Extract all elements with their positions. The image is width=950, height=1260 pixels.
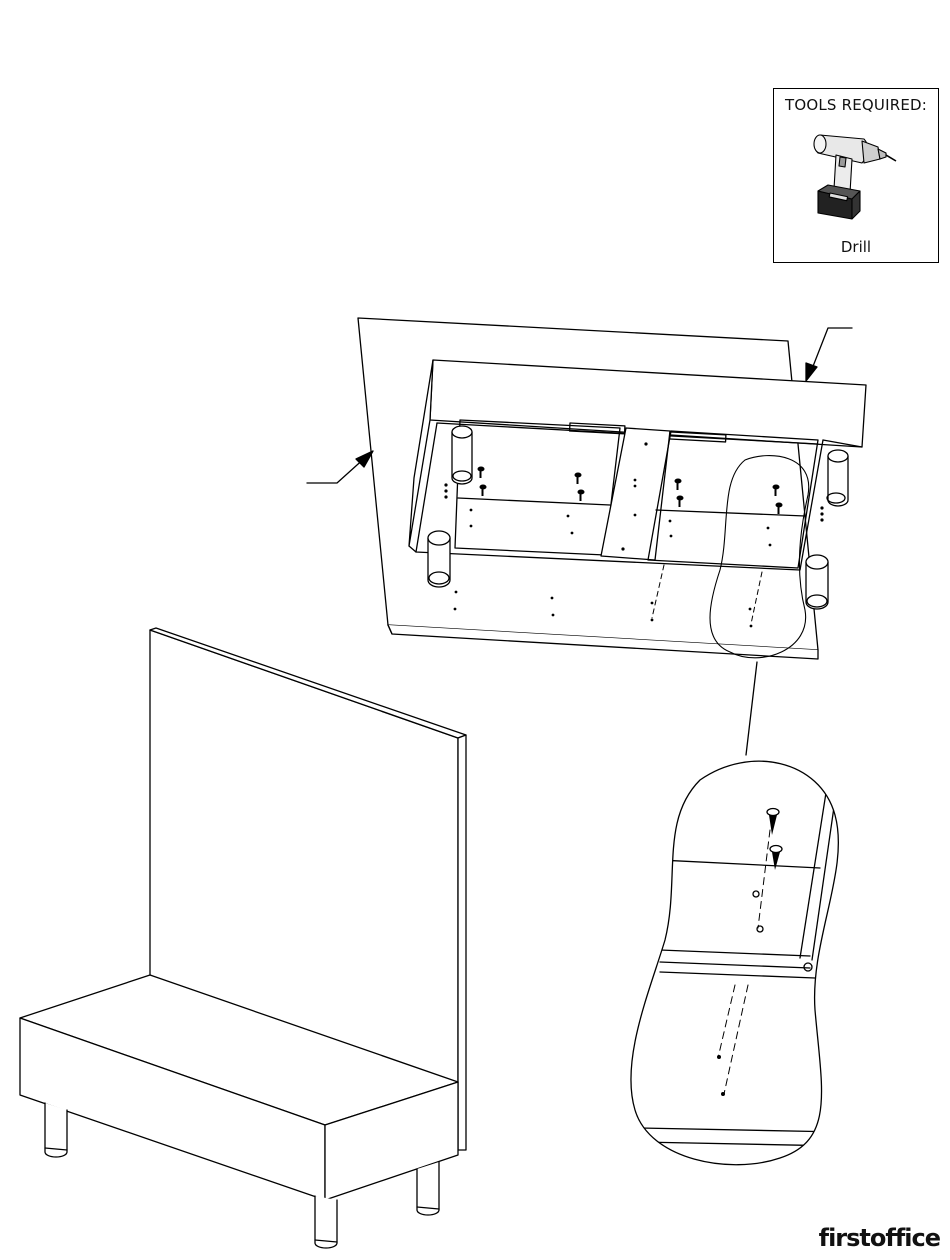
leg xyxy=(452,426,472,484)
tools-required-box: TOOLS REQUIRED: Drill xyxy=(773,88,939,263)
leg xyxy=(45,1103,67,1157)
detail-callout xyxy=(631,761,840,1165)
drill-icon xyxy=(810,127,900,227)
arrow xyxy=(806,328,852,381)
leg xyxy=(315,1196,337,1248)
assembled-booth xyxy=(20,628,466,1248)
arrow xyxy=(307,451,373,483)
leg xyxy=(827,450,848,506)
leg xyxy=(806,555,828,609)
leg xyxy=(428,531,450,587)
leg xyxy=(417,1162,439,1215)
tools-required-title: TOOLS REQUIRED: xyxy=(774,96,938,114)
tool-label-drill: Drill xyxy=(774,238,938,256)
seat-assembly-inverted xyxy=(307,318,866,755)
brand-logo: firstoffice xyxy=(819,1224,940,1252)
